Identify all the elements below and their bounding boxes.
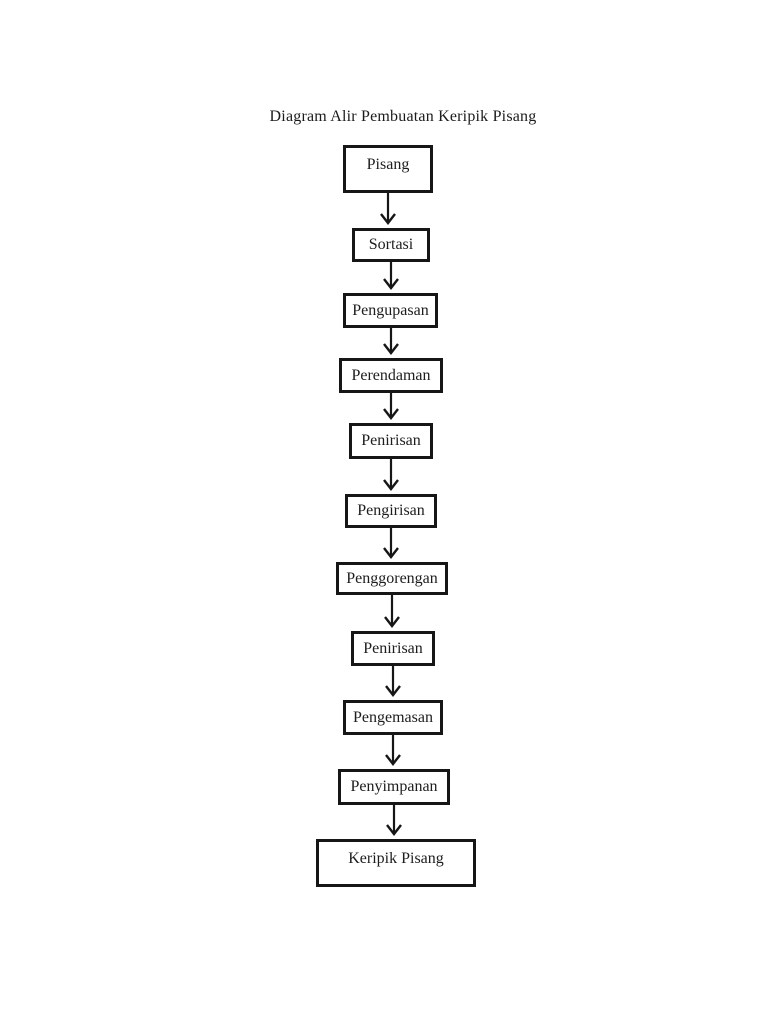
flow-arrow-penggorengan-to-penirisan-2 <box>384 595 400 628</box>
flow-arrow-penirisan-1-to-pengirisan <box>383 459 399 491</box>
flow-node-keripik-pisang: Keripik Pisang <box>316 839 476 887</box>
flow-arrow-penyimpanan-to-keripik-pisang <box>386 805 402 836</box>
flow-node-label: Penirisan <box>363 639 423 657</box>
flow-node-label: Penirisan <box>361 432 421 449</box>
flow-node-label: Pengemasan <box>353 708 433 726</box>
flow-node-label: Penyimpanan <box>350 778 438 795</box>
flow-node-label: Pisang <box>366 155 410 173</box>
flow-arrow-pengirisan-to-penggorengan <box>383 528 399 559</box>
flow-arrow-perendaman-to-penirisan-1 <box>383 393 399 420</box>
diagram-title: Diagram Alir Pembuatan Keripik Pisang <box>269 108 537 125</box>
flow-node-label: Sortasi <box>368 236 414 253</box>
flow-node-pisang: Pisang <box>343 145 433 193</box>
flow-arrow-pengemasan-to-penyimpanan <box>385 735 401 766</box>
flow-node-penirisan-1: Penirisan <box>349 423 433 459</box>
flow-node-label: Penggorengan <box>346 569 438 587</box>
flow-node-pengirisan: Pengirisan <box>345 494 437 528</box>
flow-node-label: Keripik Pisang <box>348 849 444 867</box>
flow-node-label: Pengirisan <box>357 502 425 519</box>
flow-node-penggorengan: Penggorengan <box>336 562 448 595</box>
flow-node-sortasi: Sortasi <box>352 228 430 262</box>
flow-arrow-penirisan-2-to-pengemasan <box>385 666 401 697</box>
flow-arrow-sortasi-to-pengupasan <box>383 262 399 290</box>
flow-arrow-pisang-to-sortasi <box>380 193 396 225</box>
flow-node-label: Perendaman <box>351 366 431 384</box>
flow-node-label: Pengupasan <box>352 301 429 319</box>
flow-node-penirisan-2: Penirisan <box>351 631 435 666</box>
flow-node-perendaman: Perendaman <box>339 358 443 393</box>
flow-node-pengupasan: Pengupasan <box>343 293 438 328</box>
flow-arrow-pengupasan-to-perendaman <box>383 328 399 355</box>
flow-node-pengemasan: Pengemasan <box>343 700 443 735</box>
flow-node-penyimpanan: Penyimpanan <box>338 769 450 805</box>
